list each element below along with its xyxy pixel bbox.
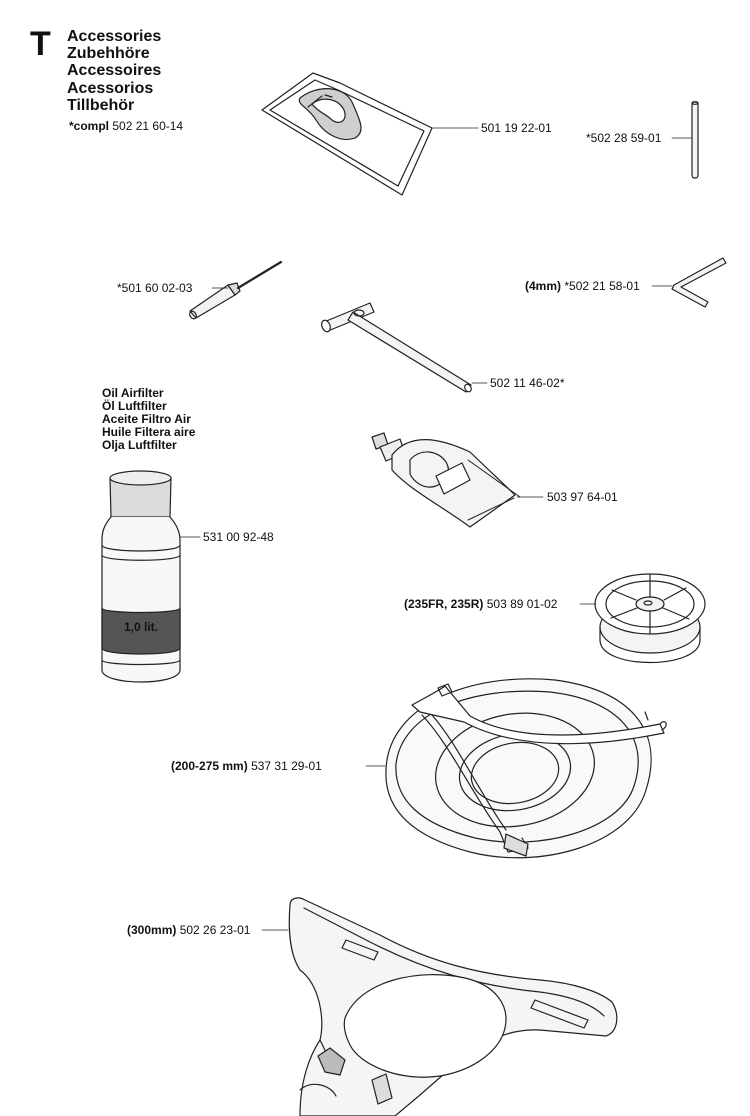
part-qualifier: (235FR, 235R) [404,597,484,611]
title-swedish: Tillbehör [67,97,135,114]
part-label-hex-key: (4mm) *502 21 58-01 [525,279,640,293]
oil-line-swedish: Olja Luftfilter [102,438,177,452]
bag-drawing [261,72,479,196]
title-german: Zubehhöre [67,45,150,62]
part-number: 503 89 01-02 [486,597,558,611]
title-english: Accessories [67,28,162,45]
part-qualifier: (200-275 mm) [171,759,248,773]
part-label-guard-300: (300mm) 502 26 23-01 [127,923,250,937]
part-number: *502 28 59-01 [586,131,662,145]
part-number: 537 31 29-01 [251,759,322,773]
screwdriver-drawing [189,260,283,320]
oil-bottle-drawing [101,470,201,683]
compl-number: 502 21 60-14 [112,119,184,133]
pin-drawing [671,101,699,179]
bottle-volume-label: 1,0 lit. [124,620,159,634]
oil-line-english: Oil Airfilter [102,386,164,400]
spark-wrench-drawing [321,302,488,393]
guard-200-drawing [365,678,667,859]
hex-key-drawing [651,257,727,308]
part-number: 531 00 92-48 [203,530,274,544]
part-label-bag: 501 19 22-01 [481,121,552,135]
oil-line-spanish: Aceite Filtro Air [102,412,191,426]
part-label-pin: *502 28 59-01 [586,131,661,145]
part-qualifier: (300mm) [127,923,177,937]
part-label-support-cup: (235FR, 235R) 503 89 01-02 [404,597,557,611]
support-cup-drawing [579,573,706,663]
oil-line-french: Huile Filtera aire [102,425,196,439]
part-label-oil-bottle: 531 00 92-48 [203,530,274,544]
compl-note: *compl 502 21 60-14 [69,119,183,133]
part-number: *501 60 02-03 [117,281,193,295]
part-label-grease-tube: 503 97 64-01 [547,490,618,504]
part-label-spark-wrench: 502 11 46-02* [490,376,565,390]
part-number: 502 26 23-01 [179,923,251,937]
part-number: 503 97 64-01 [547,490,618,504]
title-french: Accessoires [67,62,162,79]
compl-label: *compl [69,119,110,133]
title-spanish: Acessorios [67,80,154,97]
oil-line-german: Öl Luftfilter [102,399,167,413]
part-number: *502 21 58-01 [564,279,640,293]
section-letter: T [30,25,51,63]
guard-300-drawing [261,897,618,1116]
part-label-screwdriver: *501 60 02-03 [117,281,192,295]
part-number: 501 19 22-01 [481,121,552,135]
part-number: 502 11 46-02* [490,376,565,390]
grease-tube-drawing [371,432,544,528]
part-qualifier: (4mm) [525,279,562,293]
part-label-guard-200: (200-275 mm) 537 31 29-01 [171,759,322,773]
